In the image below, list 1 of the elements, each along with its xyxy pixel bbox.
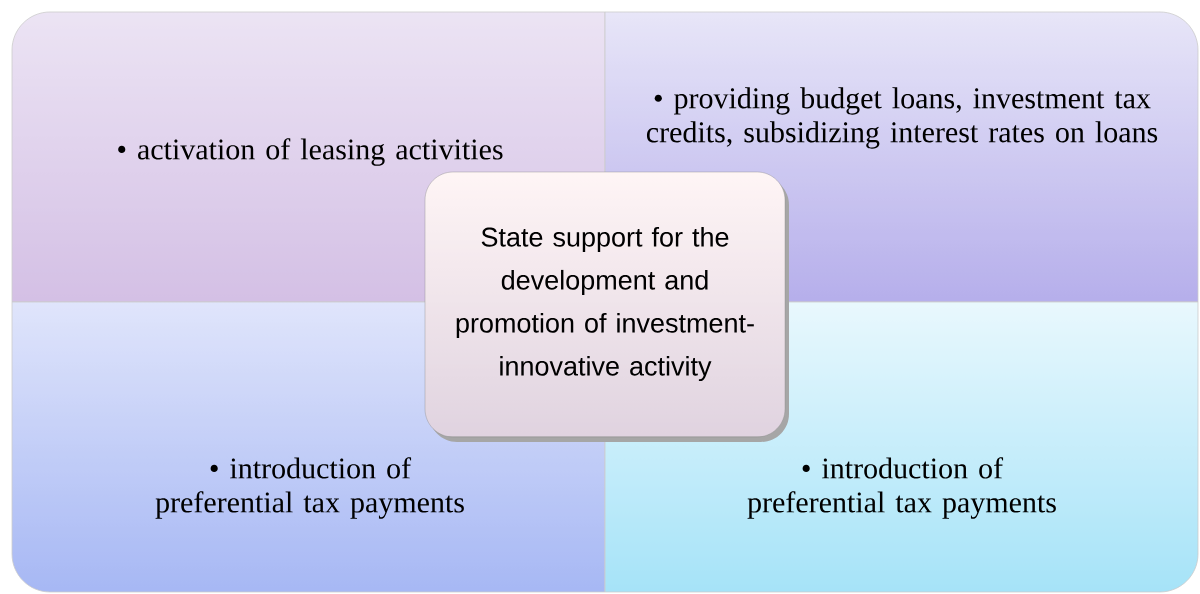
center-box: State support for the development and promotion of investment-innovative activity bbox=[424, 171, 789, 442]
